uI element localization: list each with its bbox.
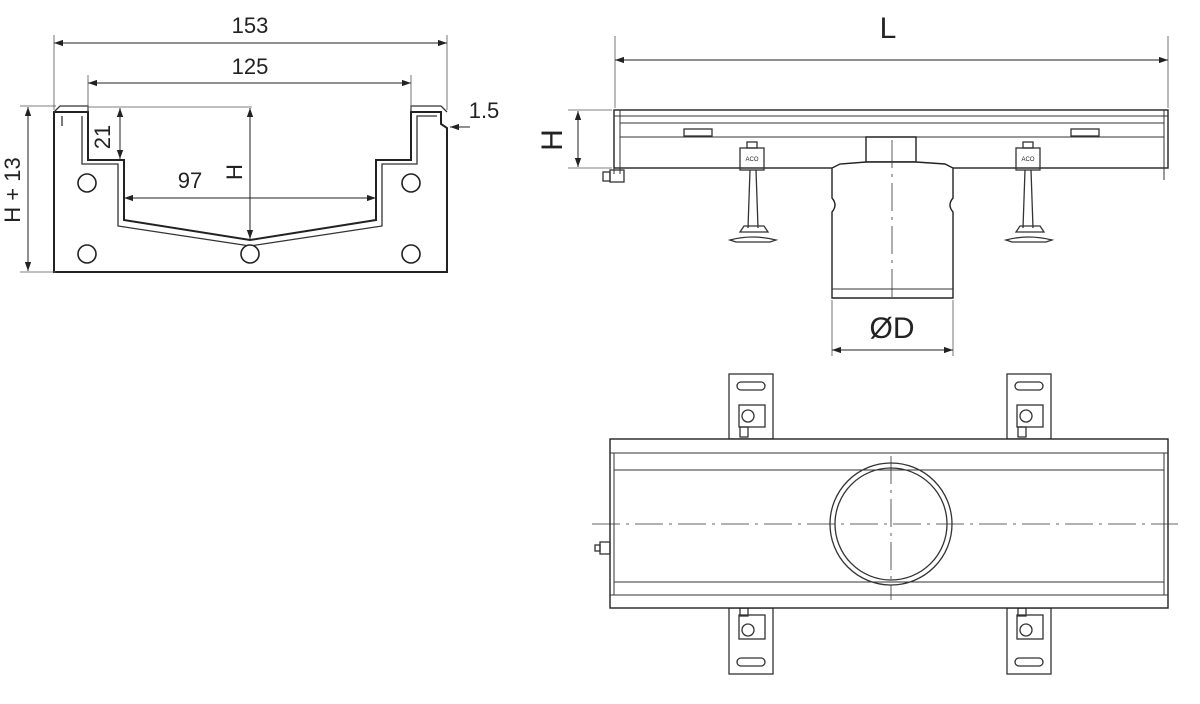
outlet-body (831, 161, 954, 299)
mounting-hole (240, 244, 260, 264)
outlet-neck (865, 136, 917, 163)
dim-side-height: H (536, 129, 569, 151)
mounting-hole (401, 244, 421, 264)
mounting-hole (77, 244, 97, 264)
dim-length: L (880, 12, 897, 45)
channel-sheet-inner-line (61, 115, 437, 247)
end-bolt-top (599, 541, 611, 555)
mounting-bracket-top-right (1006, 373, 1052, 440)
side-view: L ACO ACO (536, 12, 1169, 356)
dim-total-height: H + 13 (0, 157, 25, 222)
slot-right (1070, 128, 1100, 137)
mounting-hole (77, 173, 97, 193)
mounting-bracket-bottom-right (1006, 607, 1052, 675)
dim-height: H (222, 164, 247, 180)
dim-outlet-diameter: ØD (870, 312, 915, 345)
dim-inner-width: 125 (232, 54, 269, 79)
mounting-bracket-bottom-left (728, 607, 774, 675)
channel-section-outline (53, 111, 448, 273)
adjustable-foot-left: ACO (727, 141, 779, 243)
mounting-hole (401, 173, 421, 193)
svg-text:ACO: ACO (1021, 157, 1034, 163)
channel-top-body (609, 438, 1169, 609)
top-view (592, 373, 1178, 675)
dim-overall-width: 153 (232, 13, 269, 38)
end-bolt (602, 171, 611, 182)
adjustable-foot-right: ACO (1003, 141, 1055, 243)
slot-left (683, 128, 713, 137)
mounting-bracket-top-left (728, 373, 774, 440)
dim-bottom-width: 97 (178, 168, 202, 193)
svg-text:ACO: ACO (745, 157, 758, 163)
dim-thickness: 1.5 (469, 98, 500, 123)
dim-step-height: 21 (90, 125, 115, 149)
section-view: 153 125 21 97 H H + 13 1.5 (0, 13, 500, 273)
